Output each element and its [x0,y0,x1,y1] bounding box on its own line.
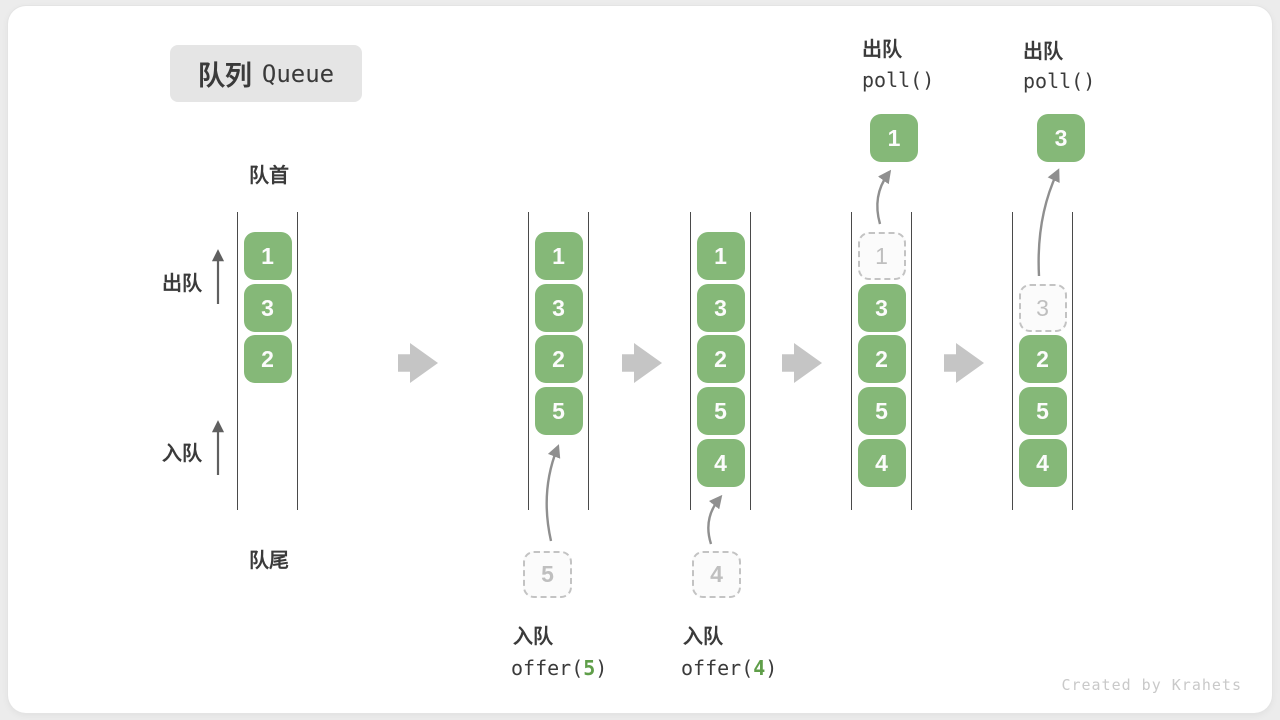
queue-element: 2 [696,335,745,383]
polled-element-3: 3 [1037,114,1085,162]
queue-element: 2 [534,335,583,383]
queue-element: 2 [1018,335,1067,383]
op-enqueue-code-2: offer(4) [681,656,777,680]
label-dequeue: 出队 [162,273,202,295]
title-zh: 队列 [197,61,252,91]
credit-text: Created by Krahets [1061,676,1242,694]
queue-element: 5 [857,387,906,435]
queue-element: 1 [534,232,583,280]
op-enqueue-label-1: 入队 [513,626,553,648]
queue-element: 4 [696,439,745,487]
code-arg: 5 [583,656,596,680]
queue-element-removed: 1 [857,232,906,280]
title-en: Queue [261,59,335,88]
incoming-element-4: 4 [692,551,741,598]
op-dequeue-label-2: 出队 [1023,41,1063,63]
queue-state-4: 1 3 2 5 4 [851,212,912,510]
queue-element: 1 [696,232,745,280]
polled-element-1: 1 [870,114,918,162]
op-dequeue-code-2: poll() [1023,69,1096,93]
queue-element: 3 [534,284,583,332]
queue-element: 2 [857,335,906,383]
queue-state-2: 1 3 2 5 [528,212,589,510]
queue-state-3: 1 3 2 5 4 [690,212,751,510]
queue-element: 5 [696,387,745,435]
queue-state-1: 1 3 2 [237,212,298,510]
queue-element-removed: 3 [1018,284,1067,332]
queue-element: 2 [243,335,292,383]
code-arg: 4 [753,656,766,680]
code-close: ) [765,656,778,680]
label-queue-front: 队首 [249,165,289,187]
code-close: ) [595,656,608,680]
queue-element: 3 [857,284,906,332]
queue-element: 4 [857,439,906,487]
queue-state-5: 3 2 5 4 [1012,212,1073,510]
op-enqueue-label-2: 入队 [683,626,723,648]
queue-element: 3 [243,284,292,332]
op-dequeue-label-1: 出队 [862,39,902,61]
queue-element: 3 [696,284,745,332]
op-dequeue-code-1: poll() [862,68,935,92]
label-enqueue: 入队 [162,443,202,465]
label-queue-rear: 队尾 [249,550,289,572]
queue-element: 1 [243,232,292,280]
queue-element: 5 [1018,387,1067,435]
code-fn: offer( [511,656,584,680]
op-enqueue-code-1: offer(5) [511,656,607,680]
diagram-title-box: 队列 Queue [170,45,362,102]
incoming-element-5: 5 [523,551,572,598]
queue-element: 5 [534,387,583,435]
queue-element: 4 [1018,439,1067,487]
code-fn: offer( [681,656,754,680]
